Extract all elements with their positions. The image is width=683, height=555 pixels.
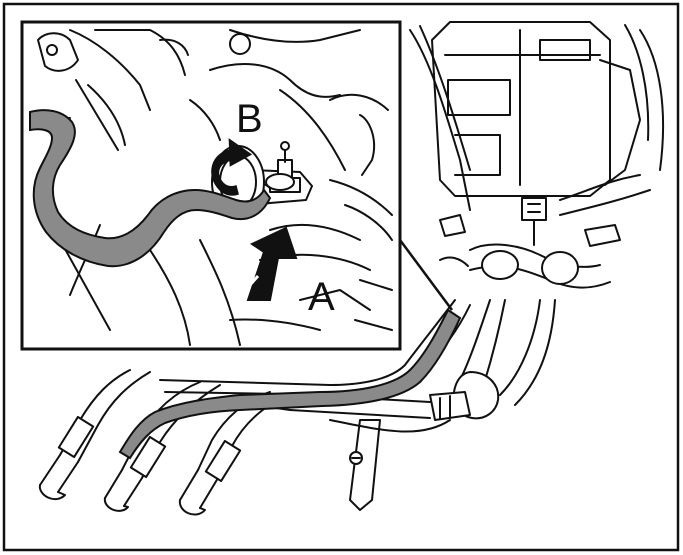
shaded-hose-inset [29, 109, 272, 268]
callout-label-b: B [236, 97, 263, 141]
inset-detail: B A [20, 20, 454, 351]
rotate-arrow-head [228, 138, 253, 167]
inset-frame [20, 20, 402, 351]
rotate-arrow-icon [211, 149, 239, 196]
shaded-hose-main [118, 308, 462, 460]
engine-bay-drawing [38, 21, 665, 516]
leader-line [398, 239, 454, 311]
component-housing [409, 21, 665, 211]
callout-label-a: A [308, 275, 335, 319]
wire-connector [521, 197, 547, 246]
up-arrow-icon [238, 226, 298, 301]
